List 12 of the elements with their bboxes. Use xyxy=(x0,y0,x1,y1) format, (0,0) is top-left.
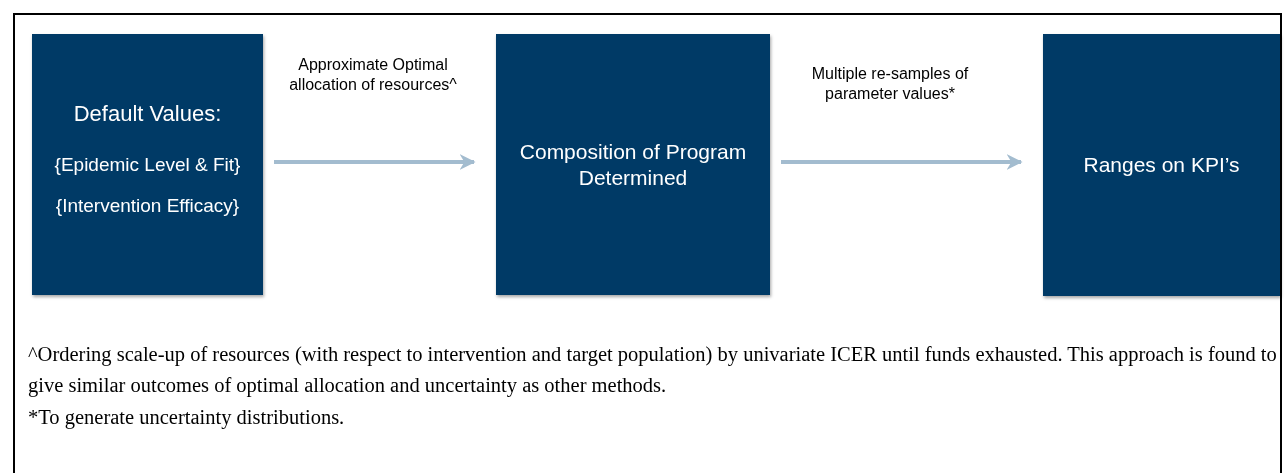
process-box xyxy=(496,34,770,295)
box-text: Composition of Program Determined xyxy=(518,138,748,191)
box-text: Ranges on KPI’s xyxy=(1083,152,1240,178)
arrow xyxy=(781,154,1023,170)
arrow xyxy=(274,154,476,170)
box-text: {Epidemic Level & Fit} xyxy=(54,152,241,177)
footnote: ^Ordering scale-up of resources (with respect to intervention and target population) by univariate ICER until funds exhausted. This approach is found to give similar outcomes of optimal allocation and uncertainty as other methods. xyxy=(28,342,1278,399)
footnote: *To generate uncertainty distributions. xyxy=(28,405,346,431)
box-heading: Default Values: xyxy=(73,100,222,127)
process-box xyxy=(32,34,263,295)
process-box xyxy=(1043,34,1280,296)
box-text: {Intervention Efficacy} xyxy=(55,193,240,218)
